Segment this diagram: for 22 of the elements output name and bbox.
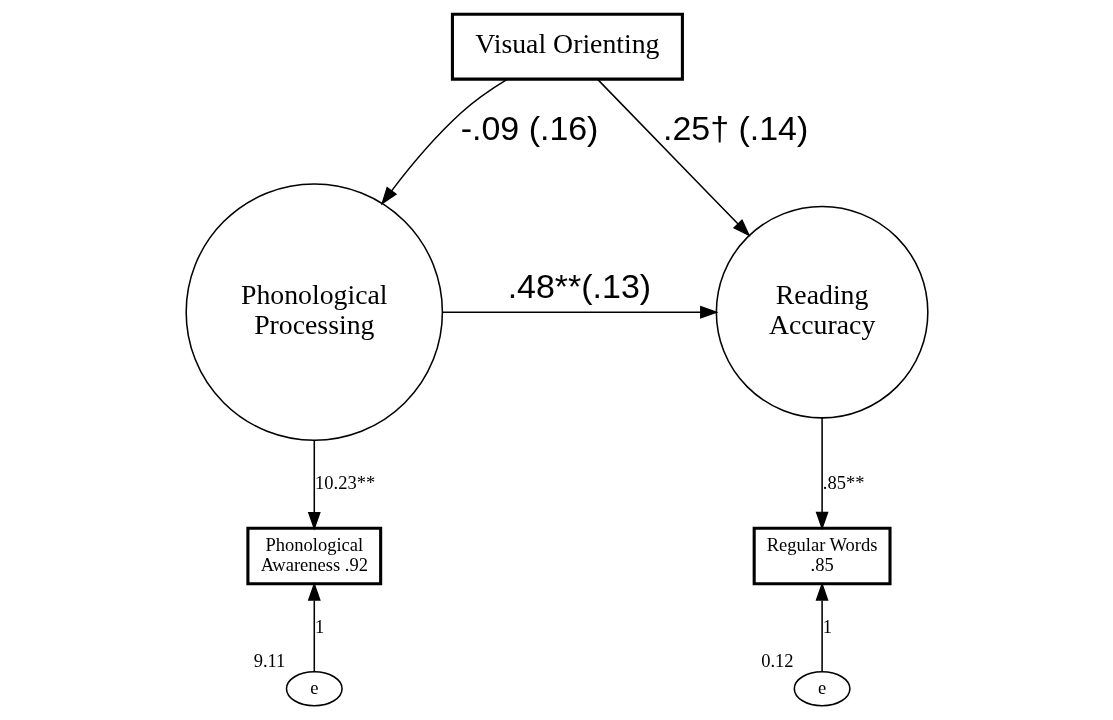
node-label: 9.11 — [253, 649, 285, 671]
edge-label: .85** — [822, 472, 865, 494]
arrow — [441, 305, 719, 319]
node-ellipse: e — [285, 671, 343, 707]
edge-label: -.09 (.16) — [460, 109, 598, 148]
node-circle: Reading Accuracy — [715, 205, 929, 419]
arrow — [380, 78, 508, 206]
edge-label: 1 — [822, 615, 832, 637]
node-ellipse: e — [793, 671, 851, 707]
edge-label: 1 — [314, 615, 324, 637]
edge-label: .48**(.13) — [507, 266, 651, 305]
node-label: 0.12 — [760, 649, 794, 671]
arrow — [307, 439, 321, 531]
arrow — [815, 582, 829, 673]
arrow — [815, 417, 829, 531]
node-box: Visual Orienting — [450, 12, 684, 81]
node-box: Phonological Awareness .92 — [245, 526, 382, 586]
arrow — [307, 582, 321, 673]
edge-label: 10.23** — [314, 472, 375, 494]
edge-label: .25† (.14) — [662, 109, 808, 148]
arrow — [596, 78, 750, 237]
node-box: Regular Words .85 — [752, 526, 892, 586]
